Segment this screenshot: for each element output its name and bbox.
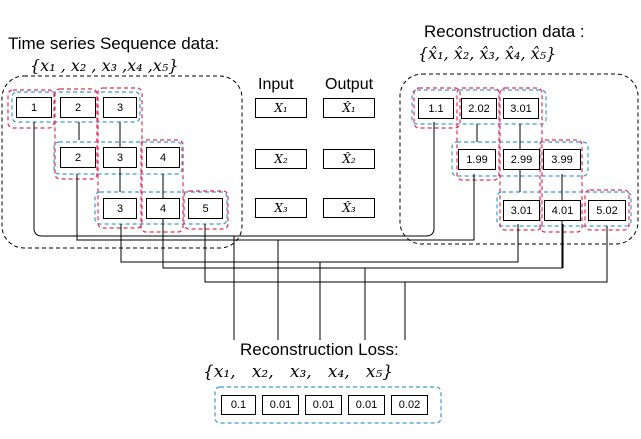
left-column-x5-group — [183, 190, 229, 230]
input-header: Input — [258, 76, 294, 93]
right-column-x3-group — [499, 87, 543, 231]
left-column-x2-group — [54, 88, 98, 180]
left-cell-3-2: 4 — [146, 198, 180, 219]
left-cell-3-1: 3 — [103, 198, 137, 219]
output-header: Output — [325, 76, 374, 93]
left-cell-1-2: 2 — [60, 97, 96, 118]
loss-value-x1: 0.1 — [221, 395, 256, 415]
output-x2-box: X̂₂ — [323, 149, 375, 169]
right-window-3-group — [496, 191, 632, 227]
input-x2-box: X₂ — [255, 149, 307, 169]
loss-value-x3: 0.01 — [305, 395, 342, 415]
loss-connector-x1 — [33, 122, 435, 340]
right-panel-set-label: {x̂₁, x̂₂, x̂₃, x̂₄, x̂₅} — [418, 44, 557, 63]
right-column-x2-group — [456, 87, 500, 181]
loss-set-label: {x₁, x₂, x₃, x₄, x₅} — [203, 362, 394, 382]
right-column-x4-group — [539, 139, 583, 233]
right-cell-1-2: 2.02 — [461, 98, 497, 119]
right-panel-title: Reconstruction data : — [424, 22, 585, 41]
right-cell-3-1: 3.01 — [503, 200, 540, 221]
right-cell-3-2: 4.01 — [544, 200, 581, 221]
left-cell-3-3: 5 — [188, 198, 223, 219]
input-x3-box: X₃ — [255, 198, 307, 218]
left-panel-title: Time series Sequence data: — [8, 34, 220, 53]
right-cell-1-1: 1.1 — [418, 98, 454, 119]
left-window-2-group — [53, 141, 183, 175]
right-cell-3-3: 5.02 — [588, 200, 626, 221]
loss-connector-x4 — [162, 174, 564, 340]
left-panel-outline — [1, 75, 243, 249]
loss-value-x2: 0.01 — [262, 395, 299, 415]
right-window-1-group — [411, 89, 547, 125]
left-cell-2-2: 3 — [103, 147, 137, 168]
right-panel-outline — [399, 73, 639, 245]
loss-title: Reconstruction Loss: — [240, 340, 399, 359]
left-column-x3-group — [97, 87, 143, 229]
input-x1-box: X₁ — [255, 98, 307, 118]
left-cell-2-1: 2 — [60, 147, 96, 168]
output-x3-box: X̂₃ — [323, 198, 375, 218]
loss-connector-x2 — [76, 122, 478, 340]
right-cell-2-1: 1.99 — [458, 149, 496, 170]
right-cell-2-3: 3.99 — [543, 149, 581, 170]
right-column-x1-group — [413, 87, 461, 129]
right-cell-2-2: 2.99 — [503, 149, 540, 170]
right-column-x5-group — [584, 189, 630, 231]
left-column-x1-group — [7, 89, 55, 129]
left-cell-1-1: 1 — [16, 97, 52, 118]
left-column-x4-group — [140, 139, 184, 233]
loss-values-group — [214, 386, 442, 424]
left-window-3-group — [94, 191, 228, 225]
loss-value-x5: 0.02 — [391, 395, 428, 415]
left-cell-1-3: 3 — [103, 97, 137, 118]
loss-value-x4: 0.01 — [348, 395, 385, 415]
right-cell-1-3: 3.01 — [503, 98, 539, 119]
left-panel-set-label: {x₁ , x₂ , x₃ ,x₄ ,x₅} — [30, 56, 179, 75]
output-x1-box: X̂₁ — [323, 98, 375, 118]
left-window-1-group — [11, 91, 141, 123]
loss-connector-x5 — [204, 224, 608, 340]
left-cell-2-3: 4 — [146, 147, 180, 168]
